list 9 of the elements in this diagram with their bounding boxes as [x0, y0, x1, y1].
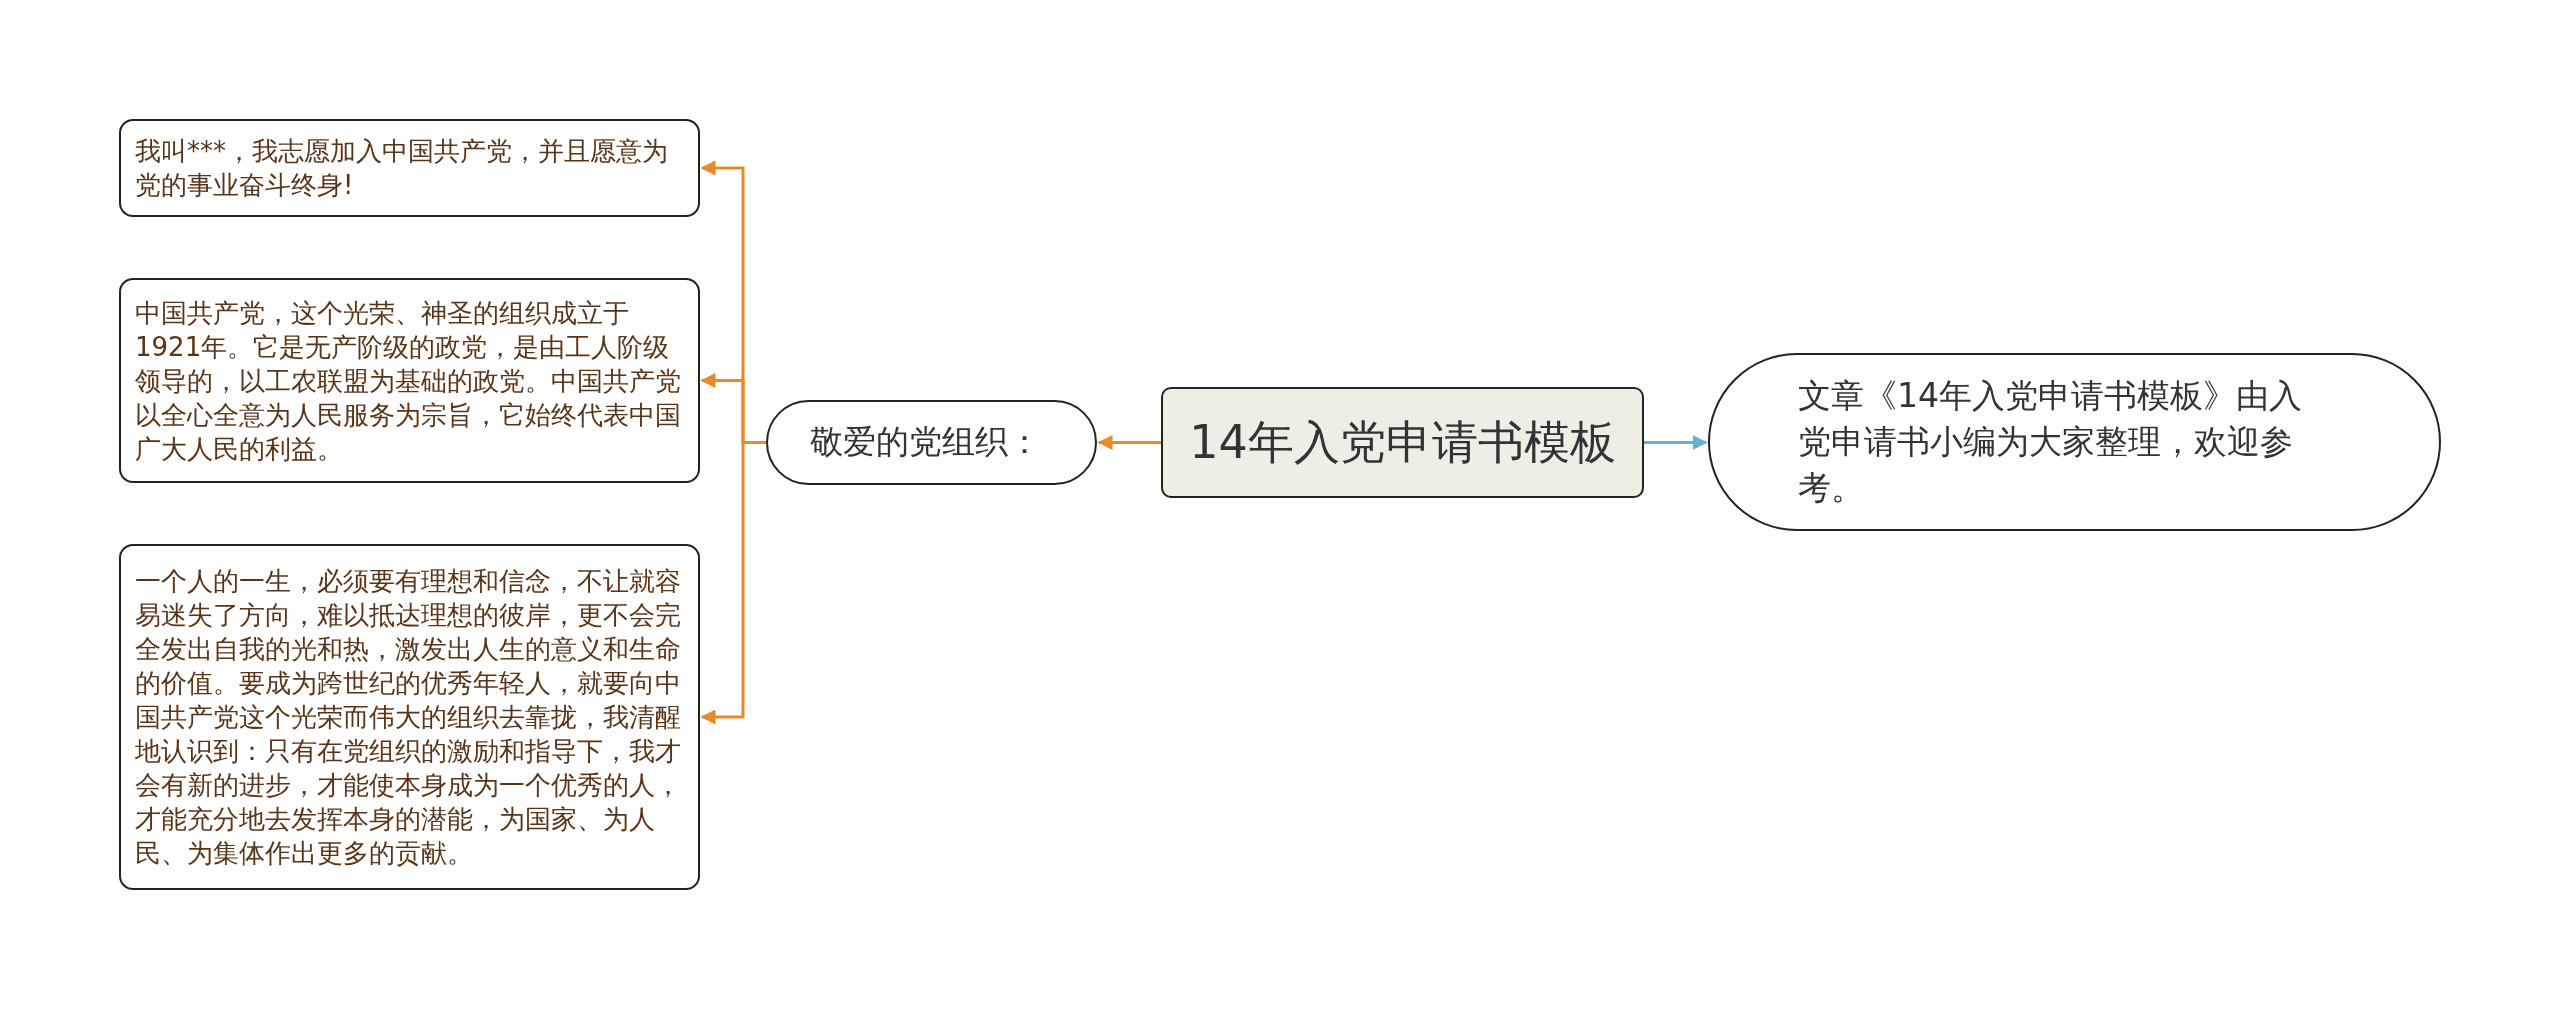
arrow — [1097, 435, 1161, 450]
branch-pill: 敬爱的党组织： — [766, 400, 1097, 485]
note-pill: 文章《14年入党申请书模板》由入党申请书小编为大家整理，欢迎参考。 — [1708, 353, 2441, 531]
arrow — [1644, 435, 1708, 450]
text-box: 一个人的一生，必须要有理想和信念，不让就容易迷失了方向，难以抵达理想的彼岸，更不会完全发出自我的光和热，激发出人生的意义和生命的价值。要成为跨世纪的优秀年轻人，就要向中国共产党这个光荣而伟大的组织去靠拢，我清醒地认识到：只有在党组织的激励和指导下，我才会有新的进步，才能使本身成为一个优秀的人，才能充分地去发挥本身的潜能，为国家、为人民、为集体作出更多的贡献。 — [119, 544, 700, 890]
text-box: 中国共产党，这个光荣、神圣的组织成立于1921年。它是无产阶级的政党，是由工人阶级领导的，以工农联盟为基础的政党。中国共产党以全心全意为人民服务为宗旨，它始终代表中国广大人民的利益。 — [119, 278, 700, 483]
text-box: 我叫***，我志愿加入中国共产党，并且愿意为党的事业奋斗终身! — [119, 119, 700, 217]
topic-box: 14年入党申请书模板 — [1161, 387, 1644, 498]
arrow — [700, 441, 766, 725]
